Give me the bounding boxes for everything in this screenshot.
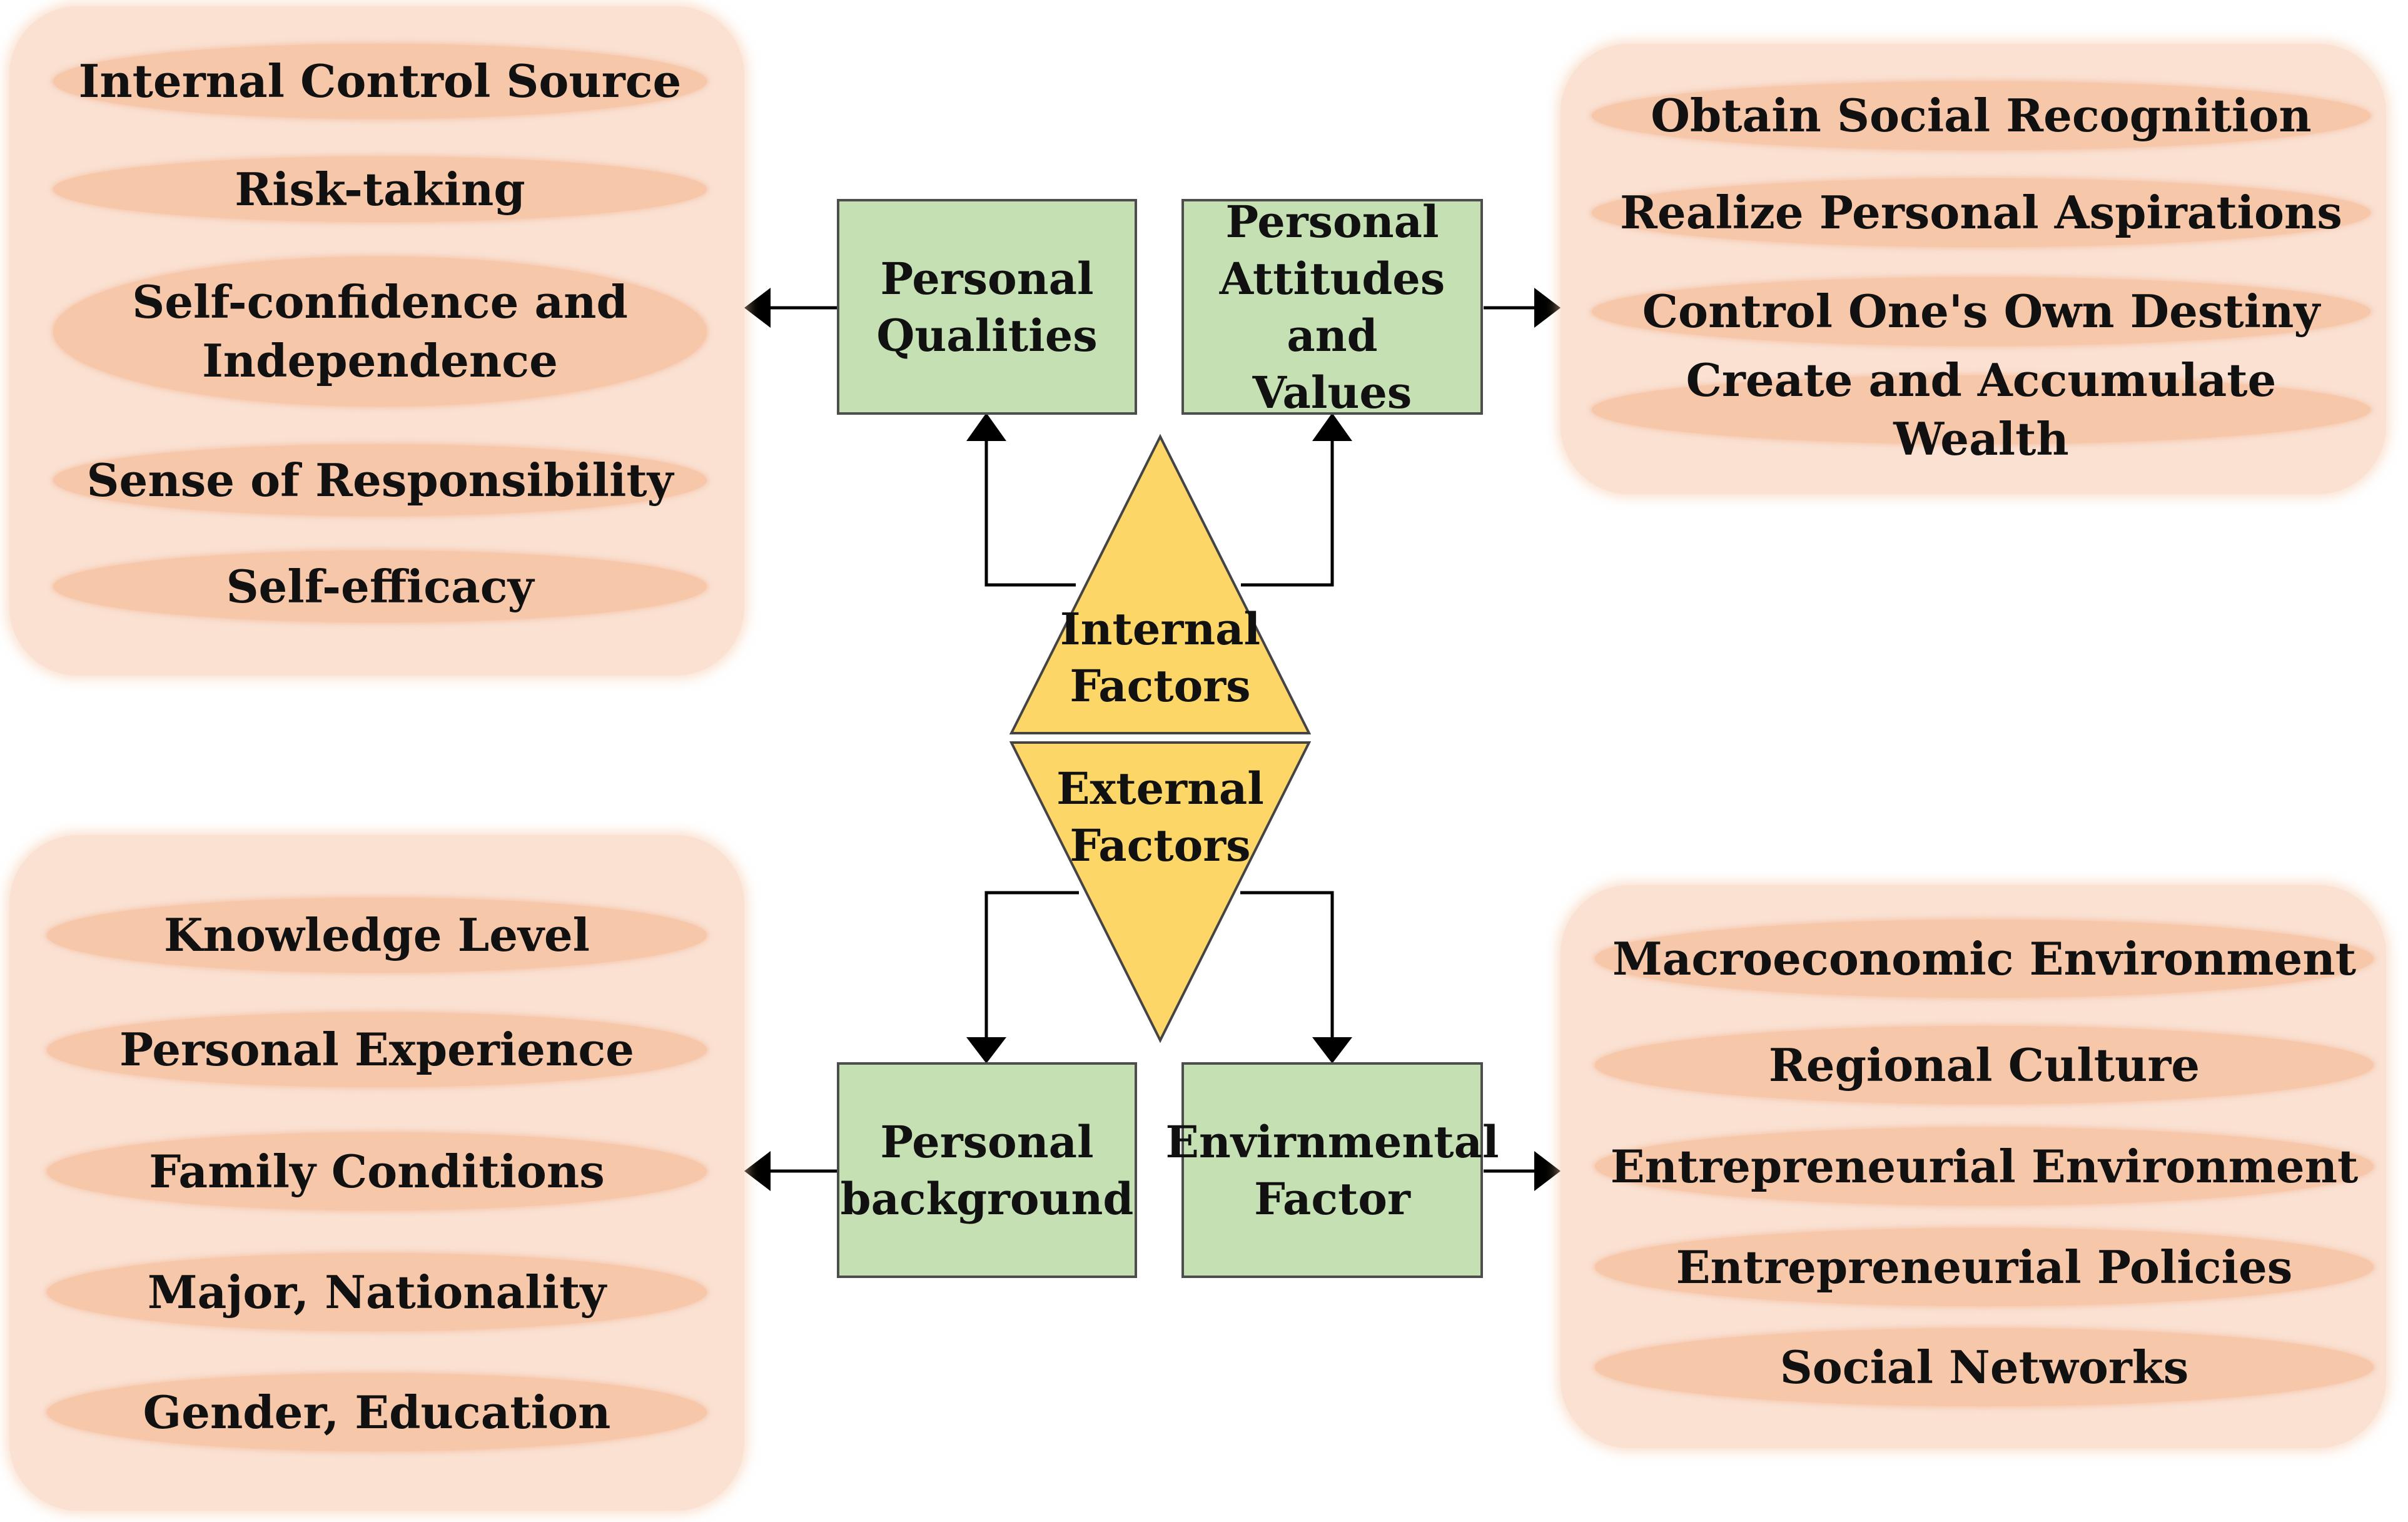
internal-factors-label: Internal Factors	[1060, 603, 1261, 712]
connector-external-environment	[1240, 891, 1334, 1038]
list-item: Major, Nationality	[47, 1253, 707, 1331]
connector-external-background	[984, 891, 1079, 1038]
arrowhead-up-attitudes	[1312, 413, 1352, 441]
list-item: Self-confidence and Independence	[53, 256, 707, 407]
internal-factors-triangle	[1009, 434, 1312, 734]
list-item: Entrepreneurial Environment	[1595, 1127, 2374, 1205]
arrowhead-left-background	[744, 1151, 771, 1191]
list-item: Social Networks	[1595, 1328, 2374, 1406]
list-item: Internal Control Source	[53, 44, 707, 119]
list-item: Obtain Social Recognition	[1592, 81, 2370, 150]
list-item: Risk-taking	[53, 156, 707, 222]
arrowhead-up-qualities	[966, 413, 1006, 441]
arrowhead-left-qualities	[744, 288, 771, 328]
list-item: Sense of Responsibility	[53, 444, 707, 516]
connector-internal-qualities	[984, 441, 1076, 587]
personal-qualities-box: Personal Qualities	[837, 199, 1137, 415]
connector-internal-attitudes	[1241, 441, 1334, 587]
list-item: Gender, Education	[47, 1373, 707, 1451]
arrowhead-right-attitudes	[1534, 288, 1561, 328]
personal-background-box: Personal background	[837, 1062, 1137, 1278]
list-item: Family Conditions	[47, 1132, 707, 1210]
list-item: Regional Culture	[1595, 1026, 2374, 1104]
list-item: Entrepreneurial Policies	[1595, 1228, 2374, 1306]
external-factors-label: External Factors	[1056, 763, 1264, 871]
list-item: Create and Accumulate Wealth	[1592, 353, 2370, 465]
attitudes-panel: Obtain Social Recognition Realize Person…	[1561, 44, 2386, 494]
arrowhead-down-background	[966, 1037, 1006, 1063]
background-panel: Knowledge Level Personal Experience Fami…	[9, 835, 744, 1511]
environment-panel: Macroeconomic Environment Regional Cultu…	[1561, 885, 2386, 1448]
list-item: Knowledge Level	[47, 898, 707, 973]
personal-attitudes-box: Personal Attitudes and Values	[1181, 196, 1483, 419]
list-item: Control One's Own Destiny	[1592, 277, 2370, 346]
list-item: Macroeconomic Environment	[1595, 920, 2374, 998]
external-factors-triangle	[1009, 741, 1312, 1043]
list-item: Self-efficacy	[53, 550, 707, 622]
environmental-factor-box: Envirnmental Factor	[1165, 1062, 1499, 1278]
arrowhead-down-environment	[1312, 1037, 1352, 1063]
qualities-panel: Internal Control Source Risk-taking Self…	[9, 6, 744, 676]
arrowhead-right-environment	[1534, 1151, 1561, 1191]
list-item: Personal Experience	[47, 1012, 707, 1087]
list-item: Realize Personal Aspirations	[1592, 178, 2370, 247]
